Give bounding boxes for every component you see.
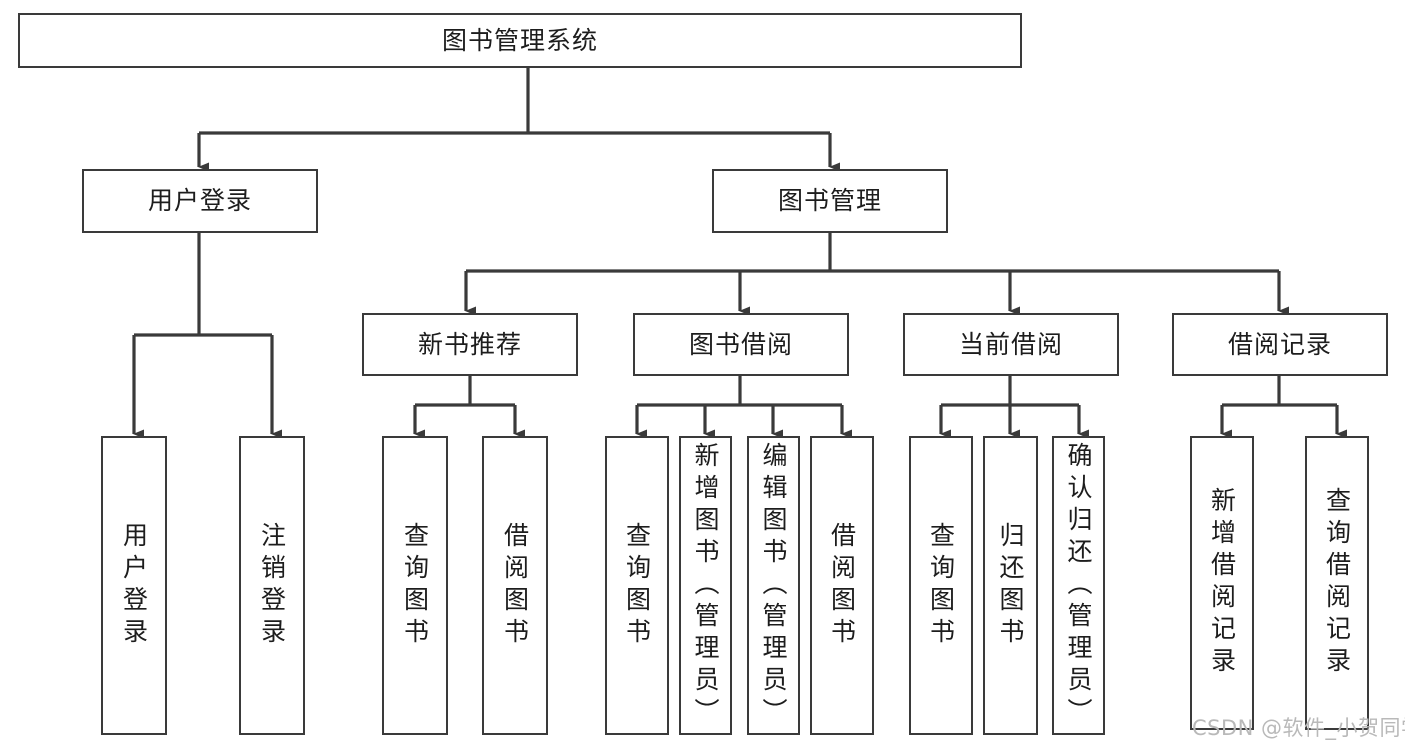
node-leaf-confirm-return-label: 确认归还（管理员） bbox=[1064, 441, 1093, 730]
node-leaf-confirm-return[interactable]: 确认归还（管理员） bbox=[1052, 436, 1105, 735]
node-leaf-return-book[interactable]: 归还图书 bbox=[983, 436, 1038, 735]
node-leaf-query-book-3[interactable]: 查询图书 bbox=[909, 436, 973, 735]
node-leaf-query-book-1-label: 查询图书 bbox=[400, 521, 430, 650]
node-leaf-query-record-label: 查询借阅记录 bbox=[1322, 487, 1352, 679]
node-leaf-add-record-label: 新增借阅记录 bbox=[1207, 487, 1237, 679]
watermark-text: CSDN @软件_小贺同学 bbox=[1192, 716, 1405, 740]
node-root[interactable]: 图书管理系统 bbox=[18, 13, 1022, 68]
node-leaf-edit-book-label: 编辑图书（管理员） bbox=[759, 441, 788, 730]
node-leaf-borrow-book-1[interactable]: 借阅图书 bbox=[482, 436, 548, 735]
node-root-label: 图书管理系统 bbox=[441, 25, 598, 55]
node-current-borrow-label: 当前借阅 bbox=[958, 329, 1063, 359]
node-leaf-logout-label: 注销登录 bbox=[257, 521, 287, 650]
node-book-management[interactable]: 图书管理 bbox=[712, 169, 948, 233]
node-book-management-label: 图书管理 bbox=[777, 186, 882, 216]
node-borrow-record[interactable]: 借阅记录 bbox=[1172, 313, 1388, 376]
node-new-book-recommend-label: 新书推荐 bbox=[417, 329, 522, 359]
node-leaf-user-login-label: 用户登录 bbox=[119, 521, 149, 650]
node-current-borrow[interactable]: 当前借阅 bbox=[903, 313, 1119, 376]
node-book-borrow-label: 图书借阅 bbox=[688, 329, 793, 359]
node-leaf-borrow-book-1-label: 借阅图书 bbox=[500, 521, 530, 650]
node-user-login-label: 用户登录 bbox=[147, 186, 252, 216]
node-leaf-add-record[interactable]: 新增借阅记录 bbox=[1190, 436, 1254, 730]
node-leaf-add-book-label: 新增图书（管理员） bbox=[691, 441, 720, 730]
node-leaf-borrow-book-2[interactable]: 借阅图书 bbox=[810, 436, 874, 735]
node-leaf-query-book-1[interactable]: 查询图书 bbox=[382, 436, 448, 735]
node-leaf-return-book-label: 归还图书 bbox=[996, 521, 1025, 650]
node-book-borrow[interactable]: 图书借阅 bbox=[633, 313, 849, 376]
node-leaf-query-book-3-label: 查询图书 bbox=[926, 521, 956, 650]
node-leaf-edit-book[interactable]: 编辑图书（管理员） bbox=[747, 436, 800, 735]
node-user-login[interactable]: 用户登录 bbox=[82, 169, 318, 233]
node-leaf-add-book[interactable]: 新增图书（管理员） bbox=[679, 436, 732, 735]
node-leaf-user-login[interactable]: 用户登录 bbox=[101, 436, 167, 735]
node-leaf-query-record[interactable]: 查询借阅记录 bbox=[1305, 436, 1369, 730]
node-leaf-logout[interactable]: 注销登录 bbox=[239, 436, 305, 735]
node-leaf-query-book-2[interactable]: 查询图书 bbox=[605, 436, 669, 735]
node-borrow-record-label: 借阅记录 bbox=[1227, 329, 1332, 359]
node-leaf-query-book-2-label: 查询图书 bbox=[622, 521, 652, 650]
node-new-book-recommend[interactable]: 新书推荐 bbox=[362, 313, 578, 376]
node-leaf-borrow-book-2-label: 借阅图书 bbox=[827, 521, 857, 650]
